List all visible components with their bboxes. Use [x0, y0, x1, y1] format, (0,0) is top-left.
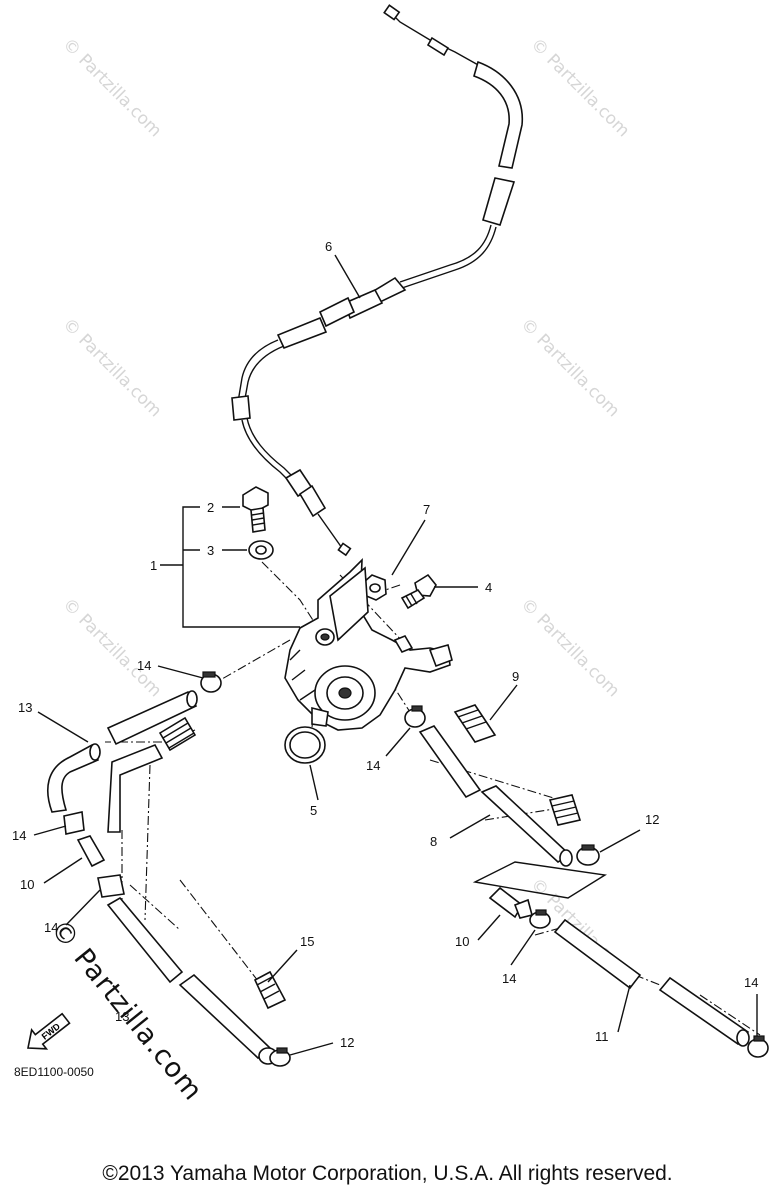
- joint-fitting: [488, 886, 533, 919]
- callout-10b: 10: [455, 934, 469, 949]
- throttle-cable: [231, 4, 524, 557]
- hose-clamp: [529, 909, 551, 929]
- hose-clamp: [200, 671, 222, 693]
- callout-1: 1: [150, 558, 157, 573]
- watermark: © Partzilla.com: [516, 594, 623, 701]
- callout-13a: 13: [18, 700, 32, 715]
- hose-clamp: [269, 1047, 291, 1067]
- callouts: 6 2 3 1 7 4 14 13 9 14 5 8 12 14 10 14 1…: [12, 239, 758, 1050]
- hose-clamp: [576, 844, 600, 866]
- hose-left: [46, 690, 287, 1065]
- callout-14e: 14: [502, 971, 516, 986]
- copyright-notice: ©2013 Yamaha Motor Corporation, U.S.A. A…: [102, 1162, 673, 1185]
- washer-part: [248, 540, 274, 560]
- hose-clamp: [747, 1035, 769, 1058]
- watermark: © Partzilla.com: [58, 34, 165, 141]
- o-ring-inner: [289, 731, 321, 759]
- watermark: © Partzilla.com: [516, 314, 623, 421]
- watermark: © Partzilla.com: [58, 314, 165, 421]
- callout-8: 8: [430, 834, 437, 849]
- callout-12b: 12: [340, 1035, 354, 1050]
- callout-14f: 14: [744, 975, 758, 990]
- callout-5: 5: [310, 803, 317, 818]
- leader-1: [160, 506, 300, 628]
- callout-6: 6: [325, 239, 332, 254]
- hose-11: [553, 918, 642, 990]
- diagram-code: 8ED1100-0050: [14, 1065, 94, 1079]
- callout-14d: 14: [44, 920, 58, 935]
- nut-part: [363, 574, 387, 601]
- oil-pump: [284, 557, 453, 731]
- callout-14a: 14: [137, 658, 151, 673]
- bolt-part: [242, 486, 269, 533]
- callout-11: 11: [595, 1029, 609, 1044]
- fwd-arrow-icon: FWD: [27, 1012, 71, 1050]
- callout-7: 7: [423, 502, 430, 517]
- hose-clamp: [404, 705, 426, 728]
- assembly-guides: [105, 561, 761, 1036]
- watermark: © Partzilla.com: [58, 594, 165, 701]
- watermark: © Partzilla.com: [526, 34, 633, 141]
- callout-10a: 10: [20, 877, 34, 892]
- callout-15: 15: [300, 934, 314, 949]
- callout-14c: 14: [12, 828, 26, 843]
- hose-right: [418, 704, 582, 867]
- callout-13b: 13: [115, 1009, 129, 1024]
- callout-4: 4: [485, 580, 492, 595]
- inset-outline: [472, 861, 607, 899]
- callout-3: 3: [207, 543, 214, 558]
- hose-11b: [658, 976, 750, 1046]
- callout-12a: 12: [645, 812, 659, 827]
- bolt-part-4: [400, 573, 437, 610]
- callout-2: 2: [207, 500, 214, 515]
- callout-14b: 14: [366, 758, 380, 773]
- hose-end: [736, 1029, 750, 1047]
- leader-lines: [33, 254, 758, 1056]
- callout-9: 9: [512, 669, 519, 684]
